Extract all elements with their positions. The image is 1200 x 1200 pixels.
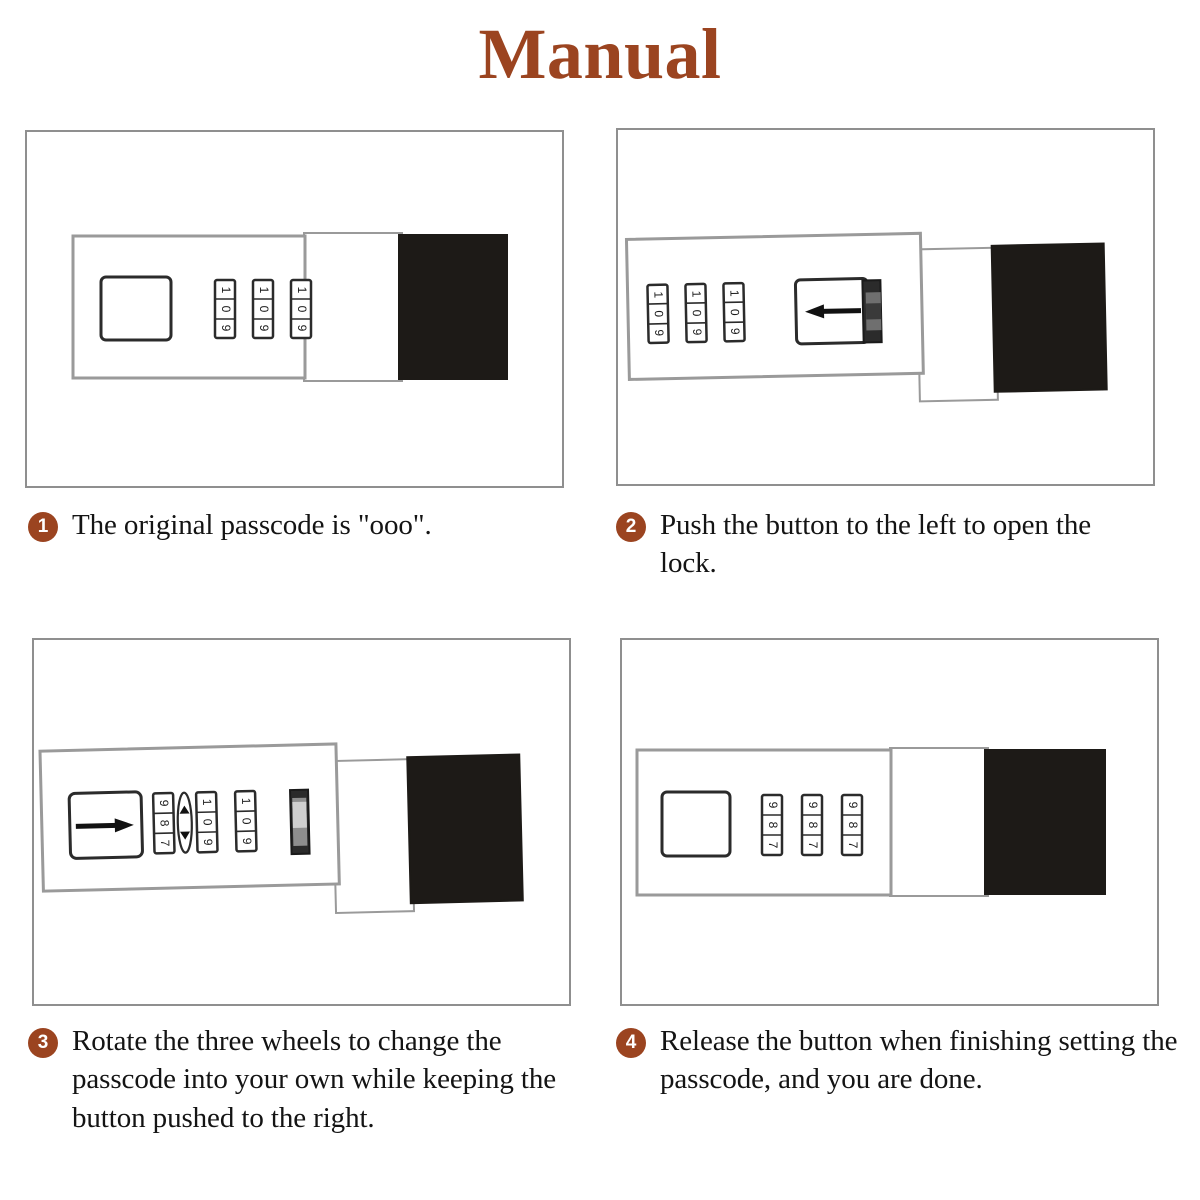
dial-wheel-2-digit-mid: 0 [690, 310, 704, 317]
arrow-left-icon [805, 304, 862, 319]
panel-step-4: 9 8 7 9 8 7 9 8 7 [620, 638, 1159, 1006]
dial-wheel-1-digit-mid: 0 [652, 310, 666, 317]
dial-wheel-2-digit-bot: 9 [201, 839, 215, 846]
dial-wheel-1-digit-mid: 8 [158, 820, 172, 827]
reset-slider[interactable] [861, 279, 883, 344]
lock-illustration-step-2: 1 0 9 1 0 9 1 0 9 [624, 231, 1108, 403]
dial-wheel-1-digit-top: 1 [219, 287, 233, 294]
step-text-1: The original passcode is "ooo". [72, 509, 432, 541]
dial-wheel-1-digit-bot: 9 [652, 329, 666, 336]
reset-slider[interactable] [288, 788, 311, 856]
panel-step-1: 1 0 9 1 0 9 1 0 9 [25, 130, 564, 488]
dial-wheel-1-digit-top: 1 [651, 291, 665, 298]
dial-wheel-3[interactable]: 1 0 9 [289, 278, 313, 340]
dial-wheel-3-digit-mid: 0 [728, 309, 742, 316]
step-number-badge-4: 4 [616, 1028, 646, 1058]
step-caption-4: 4 Release the button when finishing sett… [616, 1022, 1191, 1099]
shackle-dark-plate [990, 242, 1108, 393]
dial-wheel-2-digit-bot: 9 [690, 329, 704, 336]
dial-wheel-1-digit-mid: 8 [766, 822, 780, 829]
shackle-light-plate [889, 747, 989, 897]
dial-wheel-3[interactable]: 9 8 7 [840, 793, 864, 857]
dial-wheel-1-digit-top: 9 [766, 802, 780, 809]
panel-step-2: 1 0 9 1 0 9 1 0 9 [616, 128, 1155, 486]
dial-wheel-3[interactable]: 1 0 9 [722, 281, 746, 343]
dial-wheel-3-digit-bot: 9 [728, 328, 742, 335]
step-text-4: Release the button when finishing settin… [660, 1025, 1178, 1096]
dial-wheel-3-digit-bot: 7 [846, 842, 860, 849]
step-number-badge-1: 1 [28, 512, 58, 542]
dial-wheel-1-digit-bot: 7 [158, 840, 172, 847]
page-title: Manual [478, 14, 722, 94]
dial-wheel-2-digit-top: 1 [257, 287, 271, 294]
dial-wheel-1[interactable]: 9 8 7 [760, 793, 784, 857]
dial-wheel-2-digit-bot: 7 [806, 842, 820, 849]
dial-wheel-1-digit-bot: 9 [219, 325, 233, 332]
dial-wheel-2[interactable]: 9 8 7 [800, 793, 824, 857]
dial-wheel-2-digit-bot: 9 [257, 325, 271, 332]
dial-wheel-3-digit-top: 1 [295, 287, 309, 294]
step-caption-1: 1 The original passcode is "ooo". [28, 506, 573, 544]
step-caption-2: 2 Push the button to the left to open th… [616, 506, 1136, 583]
dial-wheel-3[interactable]: 1 0 9 [233, 789, 258, 853]
lock-illustration-step-4: 9 8 7 9 8 7 9 8 7 [635, 747, 1106, 897]
shackle-dark-plate [398, 234, 508, 380]
dial-wheel-1[interactable]: 1 0 9 [213, 278, 237, 340]
dial-wheel-2-digit-top: 1 [200, 799, 214, 806]
step-text-3: Rotate the three wheels to change the pa… [72, 1025, 557, 1134]
dial-wheel-3-digit-bot: 9 [240, 838, 254, 845]
dial-wheel-1-digit-bot: 7 [766, 842, 780, 849]
dial-wheel-2[interactable]: 1 0 9 [251, 278, 275, 340]
step-number-badge-2: 2 [616, 512, 646, 542]
dial-wheel-2-digit-top: 1 [689, 291, 703, 298]
dial-wheel-3-digit-bot: 9 [295, 325, 309, 332]
shackle-dark-plate [984, 749, 1106, 895]
dial-wheel-1[interactable]: 9 8 7 [151, 791, 176, 855]
dial-wheel-1-digit-top: 9 [157, 800, 171, 807]
shackle-light-plate [331, 758, 416, 915]
dial-wheel-1-digit-mid: 0 [219, 306, 233, 313]
push-button[interactable] [99, 275, 173, 342]
dial-wheel-3-digit-top: 9 [846, 802, 860, 809]
dial-wheel-2-digit-top: 9 [806, 802, 820, 809]
step-text-2: Push the button to the left to open the … [660, 509, 1092, 580]
dial-wheel-2-digit-mid: 0 [257, 306, 271, 313]
dial-wheel-3-digit-top: 1 [239, 798, 253, 805]
dial-wheel-3-digit-mid: 8 [846, 822, 860, 829]
dial-wheel-3-digit-mid: 0 [240, 818, 254, 825]
shackle-light-plate [915, 246, 999, 403]
dial-wheel-3-digit-top: 1 [727, 290, 741, 297]
shackle-dark-plate [406, 753, 524, 905]
dial-wheel-2[interactable]: 1 0 9 [684, 282, 708, 344]
step-number-badge-3: 3 [28, 1028, 58, 1058]
dial-wheel-2[interactable]: 1 0 9 [194, 790, 219, 854]
dial-wheel-2-digit-mid: 0 [201, 819, 215, 826]
dial-wheel-3-digit-mid: 0 [295, 306, 309, 313]
lock-illustration-step-1: 1 0 9 1 0 9 1 0 9 [71, 232, 508, 382]
step-caption-3: 3 Rotate the three wheels to change the … [28, 1022, 588, 1137]
arrow-right-icon [75, 818, 134, 833]
dial-wheel-1[interactable]: 1 0 9 [646, 283, 670, 345]
rotate-indicator-icon [176, 791, 193, 854]
shackle-light-plate [303, 232, 403, 382]
dial-wheel-2-digit-mid: 8 [806, 822, 820, 829]
panel-step-3: 9 8 7 1 0 9 [32, 638, 571, 1006]
lock-illustration-step-3: 9 8 7 1 0 9 [38, 742, 524, 915]
push-button[interactable] [660, 790, 732, 858]
